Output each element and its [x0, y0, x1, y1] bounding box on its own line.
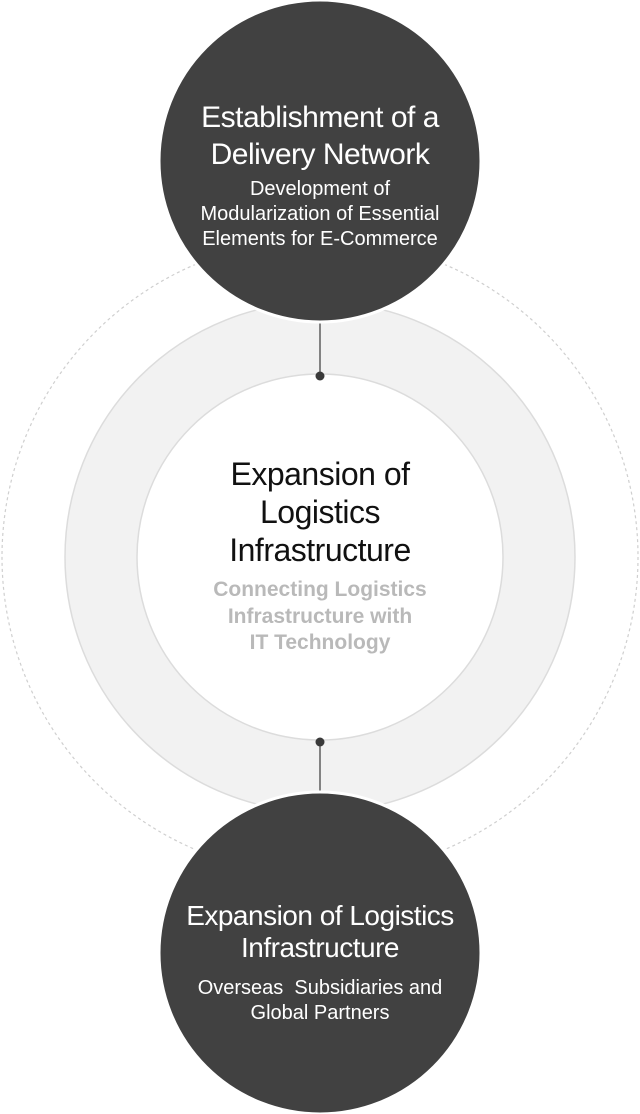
center-node-subtitle-line: Connecting Logistics — [213, 578, 427, 602]
top-node-text: Establishment of a Delivery Network Deve… — [160, 100, 480, 252]
center-node-title-line: Logistics — [260, 493, 381, 530]
bottom-node-text: Expansion of Logistics Infrastructure Ov… — [160, 900, 480, 1026]
top-node-circle — [157, 0, 483, 324]
top-node-subtitle-line: Elements for E-Commerce — [202, 228, 438, 251]
center-node-text: Expansion of Logistics Infrastructure Co… — [170, 456, 470, 656]
center-node-title-line: Expansion of — [230, 456, 410, 492]
bottom-node-circle — [157, 790, 483, 1114]
center-node-title-line: Infrastructure — [229, 531, 411, 568]
bottom-node-title-line: Infrastructure — [241, 932, 399, 964]
top-node-title: Establishment of a Delivery Network — [160, 100, 480, 173]
bottom-node-title: Expansion of Logistics Infrastructure — [160, 900, 480, 964]
top-node-title-line: Delivery Network — [210, 137, 430, 171]
bottom-node-subtitle-line: Global Partners — [250, 1002, 390, 1025]
bottom-connector-dot — [315, 737, 325, 747]
bottom-node-subtitle-line: Overseas Subsidiaries and — [197, 977, 443, 1000]
top-node-subtitle-line: Modularization of Essential — [200, 203, 440, 226]
center-node-subtitle-line: Infrastructure with — [227, 604, 413, 628]
center-node-subtitle: Connecting Logistics Infrastructure with… — [170, 577, 470, 656]
top-node-subtitle-line: Development of — [249, 178, 391, 201]
center-node-title: Expansion of Logistics Infrastructure — [170, 456, 470, 569]
top-node-title-line: Establishment of a — [201, 101, 439, 134]
center-node-subtitle-line: IT Technology — [249, 630, 391, 654]
bottom-node-title-line: Expansion of Logistics — [186, 900, 454, 931]
top-node-subtitle: Development of Modularization of Essenti… — [160, 177, 480, 252]
bottom-node-subtitle: Overseas Subsidiaries and Global Partner… — [160, 976, 480, 1026]
top-connector-dot — [315, 371, 325, 381]
